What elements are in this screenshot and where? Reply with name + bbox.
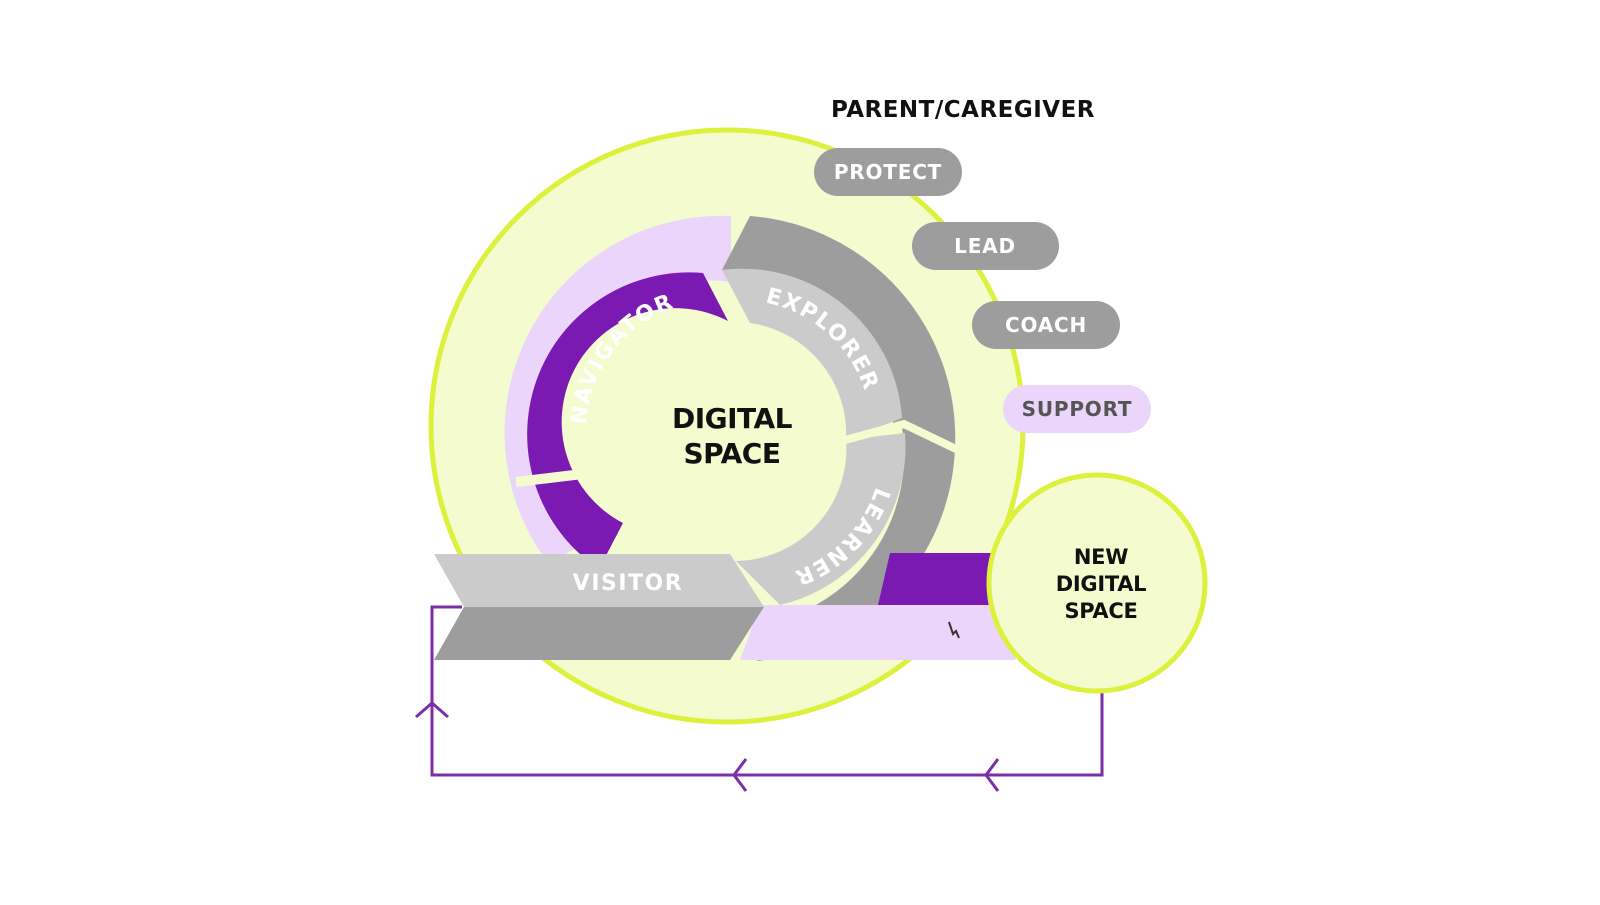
role-pill-label: PROTECT bbox=[834, 160, 942, 184]
role-pill-label: SUPPORT bbox=[1022, 397, 1133, 421]
transition-lavender-band bbox=[740, 605, 1040, 660]
chevron-arrow-icon bbox=[984, 758, 1000, 792]
feedback-loop-line bbox=[430, 605, 1104, 777]
center-title-line1: DIGITAL bbox=[672, 402, 793, 435]
learner-inner-band bbox=[736, 433, 906, 605]
role-pill-coach: COACH bbox=[972, 301, 1120, 349]
new-digital-space-circle bbox=[986, 472, 1208, 694]
cursor-icon bbox=[948, 621, 960, 639]
role-pill-protect: PROTECT bbox=[814, 148, 962, 196]
chevron-arrow-icon bbox=[415, 701, 449, 719]
role-pill-support: SUPPORT bbox=[1003, 385, 1151, 433]
role-pill-label: COACH bbox=[1005, 313, 1087, 337]
visitor-label: VISITOR bbox=[573, 571, 683, 596]
explorer-inner-band bbox=[722, 268, 902, 440]
visitor-arrow-dark bbox=[434, 607, 764, 660]
center-circle bbox=[617, 326, 839, 548]
center-title-line2: SPACE bbox=[684, 437, 781, 470]
caregiver-heading: PARENT/CAREGIVER bbox=[831, 97, 1095, 123]
role-pill-lead: LEAD bbox=[912, 222, 1059, 270]
role-pill-label: LEAD bbox=[954, 234, 1016, 258]
new-space-line2: DIGITAL bbox=[1056, 572, 1147, 596]
chevron-arrow-icon bbox=[732, 758, 748, 792]
ring-separator bbox=[515, 464, 625, 487]
learner-outer-band bbox=[757, 428, 955, 661]
ring-separator bbox=[843, 419, 960, 454]
new-space-line3: SPACE bbox=[1064, 599, 1137, 623]
navigator-inner-band bbox=[527, 272, 728, 569]
visitor-arrow-light bbox=[434, 554, 764, 607]
new-space-line1: NEW bbox=[1074, 545, 1128, 569]
